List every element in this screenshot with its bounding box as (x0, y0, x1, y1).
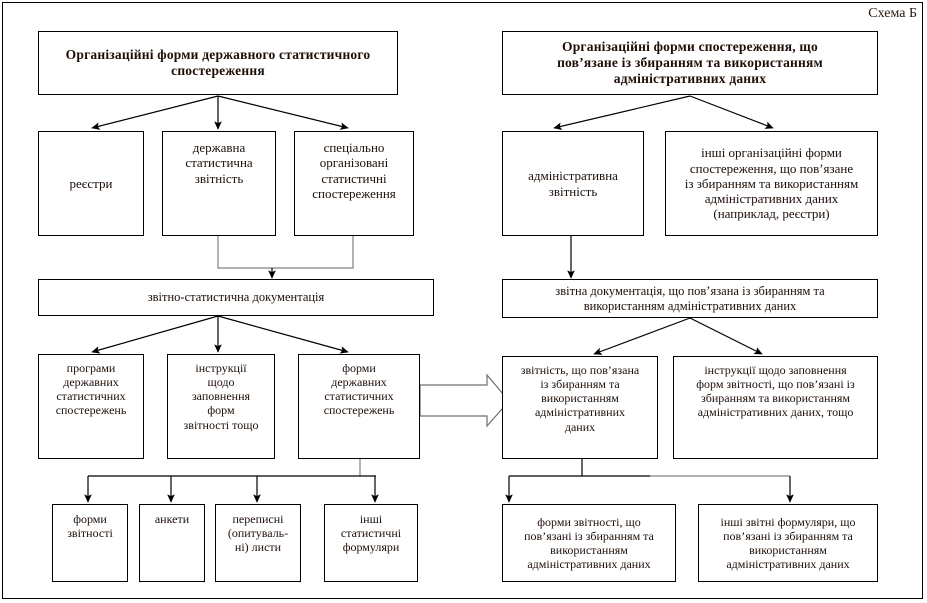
right-node-documentation: звітна документація, що пов’язана із зби… (502, 279, 878, 318)
left-node-other-stat-forms-label: інші статистичні формуляри (340, 512, 402, 555)
left-node-forms-label: форми державних статистичних спостережен… (323, 361, 395, 418)
left-node-instructions: інструкції щодо заповнення форм звітност… (167, 354, 275, 459)
left-header-text: Організаційні форми державного статистич… (65, 47, 371, 78)
left-node-documentation-label: звітно-статистична документація (147, 290, 325, 305)
right-header-box: Організаційні форми спостереження, що по… (502, 31, 878, 95)
left-node-census-sheets-label: переписні (опитуваль- ні) листи (227, 512, 289, 555)
left-node-census-sheets: переписні (опитуваль- ні) листи (215, 504, 301, 582)
left-node-specially-organized: спеціально організовані статистичні спос… (294, 131, 414, 236)
left-node-programs-label: програми державних статистичних спостере… (55, 361, 127, 418)
left-node-instructions-label: інструкції щодо заповнення форм звітност… (183, 361, 259, 432)
right-node-admin-reporting-related: звітність, що пов’язана із збиранням та … (502, 356, 658, 459)
left-node-documentation: звітно-статистична документація (38, 279, 434, 316)
right-node-admin-other-forms: інші звітні формуляри, що пов’язані із з… (698, 504, 878, 582)
right-node-other-admin-forms-label: інші організаційні форми спостереження, … (684, 145, 859, 222)
right-node-admin-reporting-forms-label: форми звітності, що пов’язані із збиранн… (524, 514, 654, 572)
left-node-forms: форми державних статистичних спостережен… (298, 354, 420, 459)
left-header-box: Організаційні форми державного статистич… (38, 31, 398, 95)
left-node-reporting-forms-label: форми звітності (67, 512, 113, 541)
right-node-documentation-label: звітна документація, що пов’язана із зби… (555, 283, 825, 313)
scheme-label: Схема Б (868, 6, 917, 21)
left-node-registers-label: реєстри (69, 175, 113, 191)
left-node-programs: програми державних статистичних спостере… (38, 354, 144, 459)
left-node-questionnaires-label: анкети (154, 512, 190, 526)
right-node-admin-reporting-forms: форми звітності, що пов’язані із збиранн… (502, 504, 676, 582)
right-header-text: Організаційні форми спостереження, що по… (557, 39, 823, 86)
left-node-state-stat-reporting-label: державна статистична звітність (185, 140, 253, 186)
left-node-specially-organized-label: спеціально організовані статистичні спос… (312, 140, 396, 201)
right-node-admin-instructions-label: інструкції щодо заповнення форм звітност… (696, 363, 855, 420)
left-node-state-stat-reporting: державна статистична звітність (162, 131, 276, 236)
left-node-reporting-forms: форми звітності (52, 504, 128, 582)
right-node-admin-reporting-related-label: звітність, що пов’язана із збиранням та … (520, 363, 640, 434)
left-node-other-stat-forms: інші статистичні формуляри (324, 504, 418, 582)
left-node-questionnaires: анкети (139, 504, 205, 582)
right-node-admin-instructions: інструкції щодо заповнення форм звітност… (673, 356, 878, 459)
left-node-registers: реєстри (38, 131, 144, 236)
right-node-admin-other-forms-label: інші звітні формуляри, що пов’язані із з… (720, 514, 856, 572)
right-node-admin-reporting: адміністративна звітність (502, 131, 644, 236)
right-node-other-admin-forms: інші організаційні форми спостереження, … (665, 131, 878, 236)
right-node-admin-reporting-label: адміністративна звітність (528, 168, 618, 199)
